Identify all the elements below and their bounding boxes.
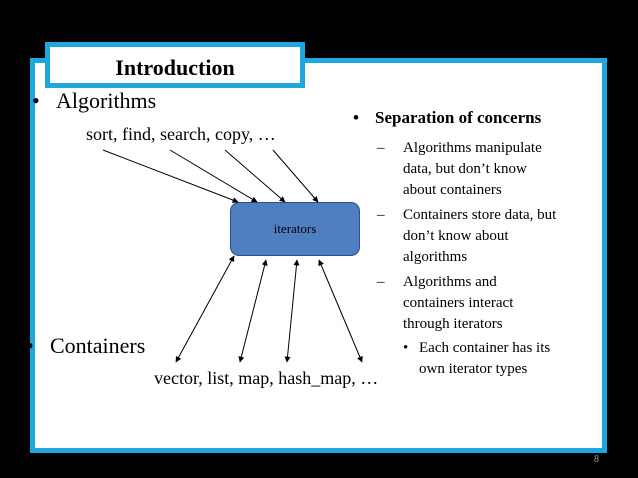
- arrow-algo-4: [272, 149, 319, 203]
- arrow-algo-3: [224, 149, 286, 203]
- containers-list: vector, list, map, hash_map, …: [154, 368, 379, 388]
- algorithms-label: Algorithms: [56, 88, 157, 113]
- dash-3: –: [377, 274, 385, 290]
- arrow-algo-2: [169, 149, 258, 203]
- concern-item-1: – Algorithms manipulate data, but don’t …: [353, 138, 603, 201]
- iterator-types-line-1: Each container has its: [419, 340, 551, 356]
- concern-1-line-2: data, but don’t know: [403, 161, 527, 177]
- concern-2-line-1: Containers store data, but: [403, 207, 557, 223]
- containers-bullet: •: [26, 333, 34, 358]
- iterator-types-item: • Each container has its own iterator ty…: [353, 338, 603, 380]
- concern-3-line-3: through iterators: [403, 316, 503, 332]
- concern-3-line-1: Algorithms and: [403, 274, 497, 290]
- heading-bullet: •: [353, 108, 359, 127]
- separation-panel: • Separation of concerns – Algorithms ma…: [353, 108, 603, 380]
- algorithms-bullet: •: [32, 88, 40, 113]
- algorithms-list: sort, find, search, copy, …: [86, 124, 276, 144]
- heading-text: Separation of concerns: [375, 108, 542, 127]
- sub-bullet: •: [403, 340, 409, 356]
- concern-1-line-3: about containers: [403, 182, 502, 198]
- title-box: Introduction: [45, 42, 305, 88]
- concern-3-line-2: containers interact: [403, 295, 514, 311]
- concern-2-line-2: don’t know about: [403, 228, 509, 244]
- page-number: 8: [594, 454, 599, 465]
- concern-item-3: – Algorithms and containers interact thr…: [353, 272, 603, 335]
- separation-heading: • Separation of concerns: [353, 108, 603, 128]
- slide-title: Introduction: [115, 55, 235, 80]
- concern-1-line-1: Algorithms manipulate: [403, 140, 542, 156]
- arrow-cont-4: [318, 259, 363, 363]
- containers-label: Containers: [50, 333, 146, 358]
- concern-item-2: – Containers store data, but don’t know …: [353, 205, 603, 268]
- iterator-types-line-2: own iterator types: [419, 361, 528, 377]
- arrow-cont-1: [175, 255, 235, 363]
- concern-2-line-3: algorithms: [403, 249, 468, 265]
- iterators-label: iterators: [273, 221, 317, 236]
- dash-2: –: [377, 207, 385, 223]
- dash-1: –: [377, 140, 385, 156]
- arrow-cont-3: [284, 259, 300, 363]
- arrow-algo-1: [102, 149, 239, 203]
- arrow-cont-2: [238, 259, 268, 363]
- iterators-box: iterators: [230, 202, 360, 256]
